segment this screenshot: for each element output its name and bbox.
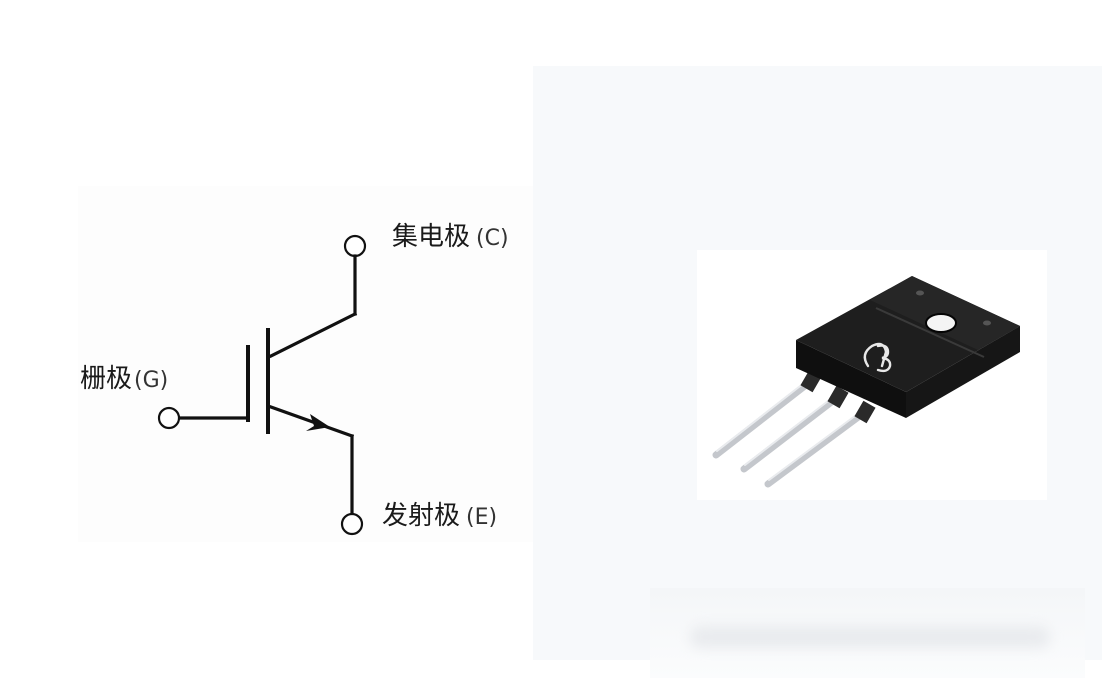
emitter-abbr: (E) [466, 505, 498, 530]
ab-logo-icon [863, 342, 892, 373]
collector-terminal [343, 234, 367, 258]
schematic-panel [78, 186, 534, 542]
gate-name: 栅极 [80, 364, 133, 394]
emitter-label: 发射极(E) [382, 503, 497, 529]
gate-label: 栅极(G) [80, 366, 168, 392]
collector-diagonal [268, 311, 358, 359]
igbt-package-photo [712, 276, 1020, 488]
photo-reflection [650, 588, 1085, 678]
emitter-diagonal [268, 404, 355, 439]
gate-abbr: (G) [134, 368, 169, 393]
emitter-name: 发射极 [382, 501, 461, 531]
package-body-side [906, 326, 1020, 418]
emitter-terminal [340, 512, 364, 536]
lead-left [712, 381, 810, 459]
collector-label: 集电极(C) [392, 224, 509, 250]
mounting-hole-icon [925, 313, 957, 333]
package-body-front [796, 340, 906, 418]
collector-name: 集电极 [392, 222, 471, 252]
collector-abbr: (C) [476, 226, 509, 251]
gate-terminal [157, 406, 181, 430]
lead-right [764, 411, 865, 488]
emitter-arrow-icon [306, 414, 330, 431]
lead-middle [740, 396, 838, 473]
